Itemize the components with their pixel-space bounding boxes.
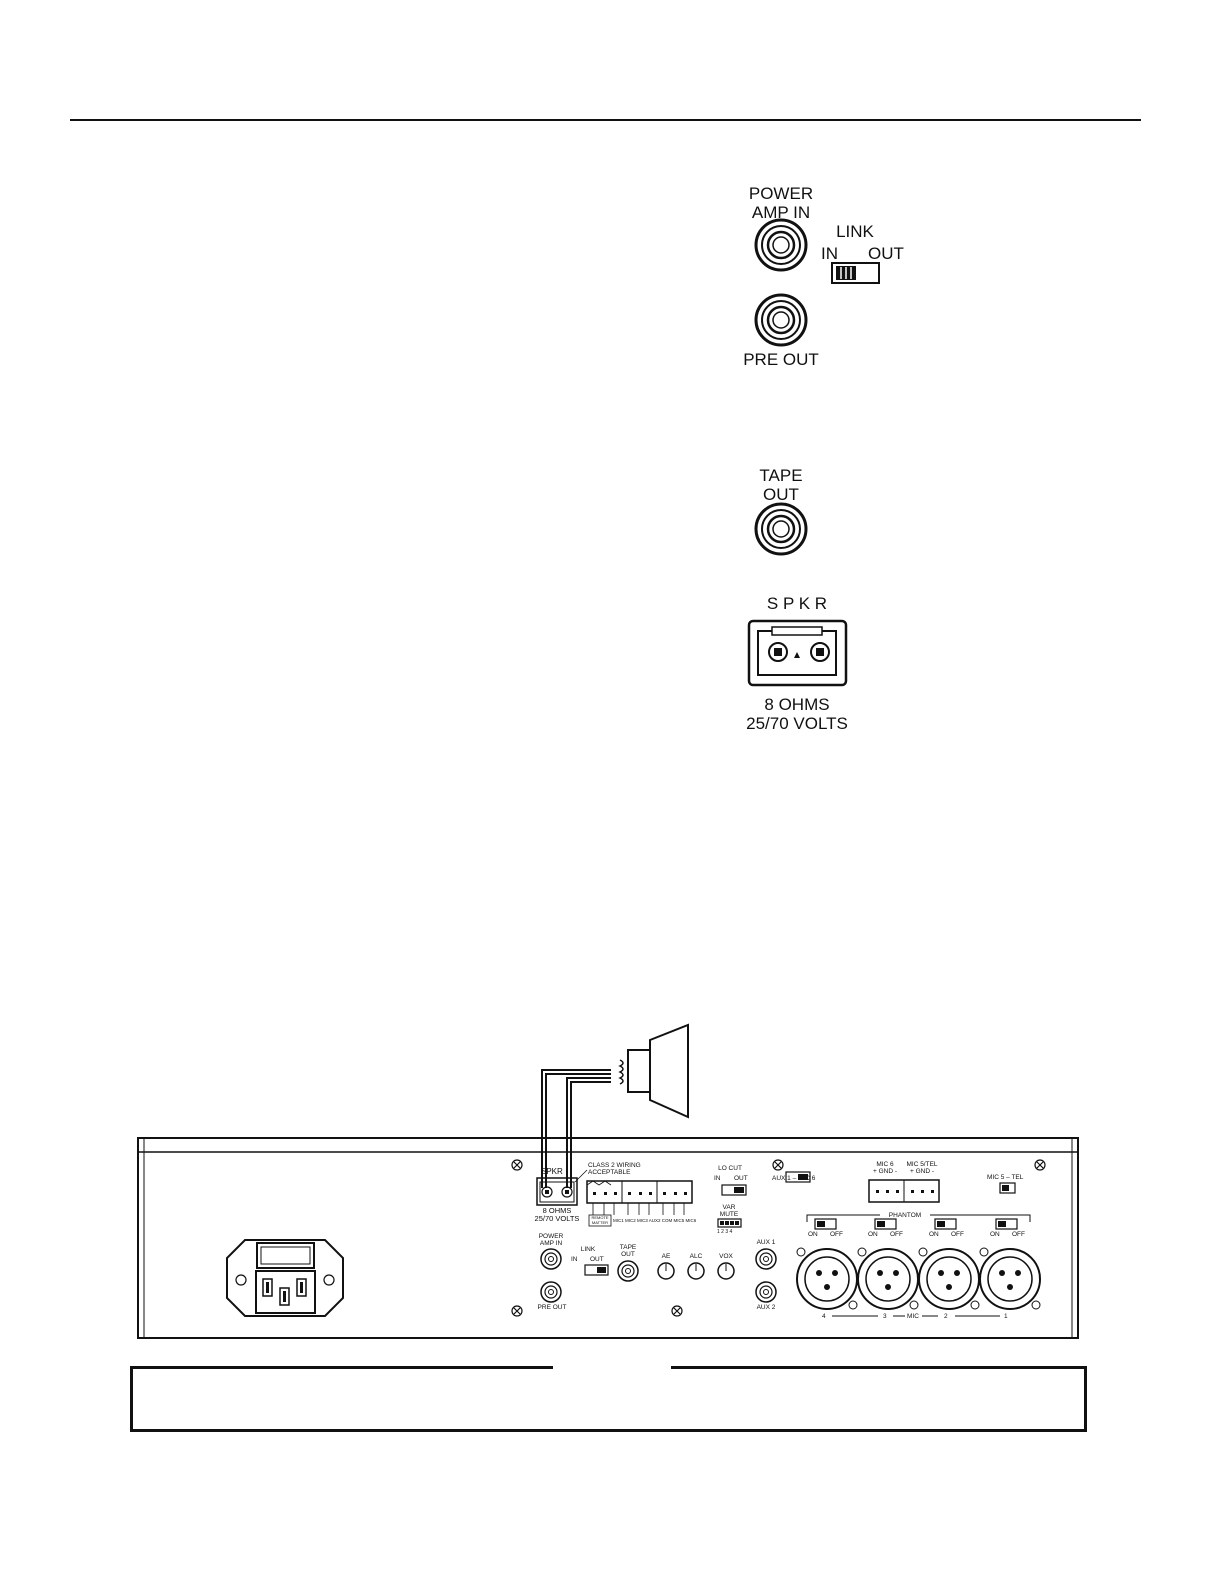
mic5-tel-label: MIC 5 – TEL bbox=[987, 1174, 1024, 1181]
header-rule bbox=[70, 119, 1141, 121]
link-out-label: OUT bbox=[868, 244, 904, 263]
phantom2-on: ON bbox=[868, 1231, 878, 1238]
spkr-volts: 25/70 VOLTS bbox=[746, 714, 848, 733]
panel-power-line: POWER bbox=[538, 1233, 564, 1240]
lo-cut-in-label: IN bbox=[714, 1175, 721, 1182]
phantom-switch-icon bbox=[814, 1218, 1018, 1230]
mic5tel-label: MIC 5/TEL + GND - bbox=[900, 1161, 944, 1175]
mic6-line1: MIC 6 bbox=[876, 1161, 894, 1168]
tape-out-label: TAPE OUT bbox=[734, 466, 828, 504]
terminal-labels: MIC1 MIC2 MIC3 AUX2 COM MIC5 MIC6 bbox=[613, 1218, 697, 1223]
lo-cut-out-label: OUT bbox=[734, 1175, 748, 1182]
power-amp-in-line2: AMP IN bbox=[751, 203, 811, 222]
mic5-tel-switch-icon bbox=[999, 1182, 1016, 1194]
spkr-label: S P K R bbox=[766, 594, 828, 613]
remote-terminal-strip-icon bbox=[586, 1180, 693, 1227]
aux1-label: AUX 1 bbox=[756, 1239, 776, 1246]
panel-pre-out-label: PRE OUT bbox=[537, 1304, 567, 1311]
pre-out-jack-icon bbox=[754, 293, 808, 347]
mic-label: MIC bbox=[907, 1313, 919, 1320]
panel-spkr-spec: 8 OHMS 25/70 VOLTS bbox=[531, 1207, 583, 1223]
mic6-label: MIC 6 + GND - bbox=[867, 1161, 903, 1175]
pre-out-label: PRE OUT bbox=[743, 350, 819, 369]
var-mute-dip-switch-icon bbox=[717, 1218, 742, 1228]
tape-out-jack-icon bbox=[754, 502, 808, 556]
tape-out-line2: OUT bbox=[763, 485, 799, 504]
power-amp-in-label: POWER AMP IN bbox=[734, 184, 828, 222]
phantom3-off: OFF bbox=[951, 1231, 964, 1238]
power-inlet-icon bbox=[226, 1239, 344, 1317]
mic-number-4: 4 bbox=[822, 1313, 826, 1320]
mic-number-3: 3 bbox=[883, 1313, 887, 1320]
phantom4-on: ON bbox=[990, 1231, 1000, 1238]
phantom3-on: ON bbox=[929, 1231, 939, 1238]
alc-label: ALC bbox=[689, 1253, 703, 1260]
power-amp-in-line1: POWER bbox=[748, 184, 814, 203]
class2-line2: ACCEPTABLE bbox=[588, 1169, 631, 1176]
class2-line1: CLASS 2 WIRING bbox=[588, 1162, 641, 1169]
phantom2-off: OFF bbox=[890, 1231, 903, 1238]
tape-out-line1: TAPE bbox=[759, 466, 803, 485]
spkr-terminal-icon bbox=[747, 619, 848, 687]
rear-panel bbox=[137, 1137, 1079, 1339]
note-box bbox=[130, 1366, 1087, 1432]
lo-cut-switch-icon bbox=[721, 1184, 747, 1196]
var-mute-label: VAR MUTE bbox=[714, 1204, 744, 1218]
remote-line: REMOTE bbox=[591, 1215, 609, 1220]
class2-label: CLASS 2 WIRING ACCEPTABLE bbox=[588, 1162, 641, 1176]
screw-icon bbox=[511, 1159, 1046, 1317]
var-line: VAR bbox=[722, 1204, 736, 1211]
trim-knob-icon bbox=[657, 1262, 735, 1280]
link-label: LINK bbox=[836, 222, 874, 241]
mute-line: MUTE bbox=[719, 1211, 739, 1218]
phantom4-off: OFF bbox=[1012, 1231, 1025, 1238]
spkr-spec-label: 8 OHMS 25/70 VOLTS bbox=[728, 695, 866, 733]
mic6-line2: + GND - bbox=[872, 1168, 898, 1175]
phantom1-on: ON bbox=[808, 1231, 818, 1238]
panel-spkr-terminal-icon bbox=[536, 1169, 588, 1206]
aux1-mic6-label: AUX 1 – MIC 6 bbox=[772, 1175, 816, 1182]
mic5tel-line2: + GND - bbox=[909, 1168, 935, 1175]
panel-tape-out-label: TAPE OUT bbox=[614, 1244, 642, 1258]
panel-power-amp-in-label: POWER AMP IN bbox=[533, 1233, 569, 1247]
aux2-label: AUX 2 bbox=[756, 1304, 776, 1311]
vox-label: VOX bbox=[719, 1253, 733, 1260]
mic-number-2: 2 bbox=[944, 1313, 948, 1320]
panel-link-out-label: OUT bbox=[590, 1256, 604, 1263]
panel-spkr-label: SPKR bbox=[541, 1167, 563, 1176]
spkr-ohms: 8 OHMS bbox=[764, 695, 830, 714]
panel-out-line: OUT bbox=[621, 1251, 635, 1258]
panel-spkr-ohms: 8 OHMS bbox=[542, 1206, 572, 1215]
mic-terminal-block-icon bbox=[868, 1179, 940, 1203]
mic5tel-line1: MIC 5/TEL bbox=[906, 1161, 938, 1168]
link-in-label: IN bbox=[821, 244, 838, 263]
panel-link-switch-icon bbox=[584, 1264, 609, 1276]
xlr-connector-icon bbox=[796, 1247, 1041, 1310]
power-amp-in-jack-icon bbox=[754, 218, 808, 272]
lo-cut-label: LO CUT bbox=[718, 1165, 742, 1172]
panel-rca-jack-icon bbox=[540, 1248, 777, 1303]
mic-number-1: 1 bbox=[1004, 1313, 1008, 1320]
panel-spkr-volts: 25/70 VOLTS bbox=[534, 1214, 580, 1223]
ae-label: AE bbox=[661, 1253, 671, 1260]
aux1-mic6-switch-icon bbox=[785, 1171, 811, 1183]
panel-tape-line: TAPE bbox=[619, 1244, 637, 1251]
panel-link-label: LINK bbox=[580, 1246, 596, 1253]
speaker-icon bbox=[618, 1023, 689, 1119]
phantom-bracket-icon bbox=[806, 1214, 1031, 1222]
panel-amp-in-line: AMP IN bbox=[539, 1240, 563, 1247]
var-mute-numbers: 1 2 3 4 bbox=[717, 1229, 733, 1235]
link-switch-icon bbox=[831, 262, 880, 284]
panel-link-in-label: IN bbox=[571, 1256, 578, 1263]
remote-matter-label: REMOTE MATTER bbox=[589, 1215, 611, 1225]
matter-line: MATTER bbox=[591, 1219, 609, 1225]
phantom-label: PHANTOM bbox=[888, 1212, 922, 1219]
note-box-title-gap bbox=[553, 1362, 671, 1372]
phantom1-off: OFF bbox=[830, 1231, 843, 1238]
